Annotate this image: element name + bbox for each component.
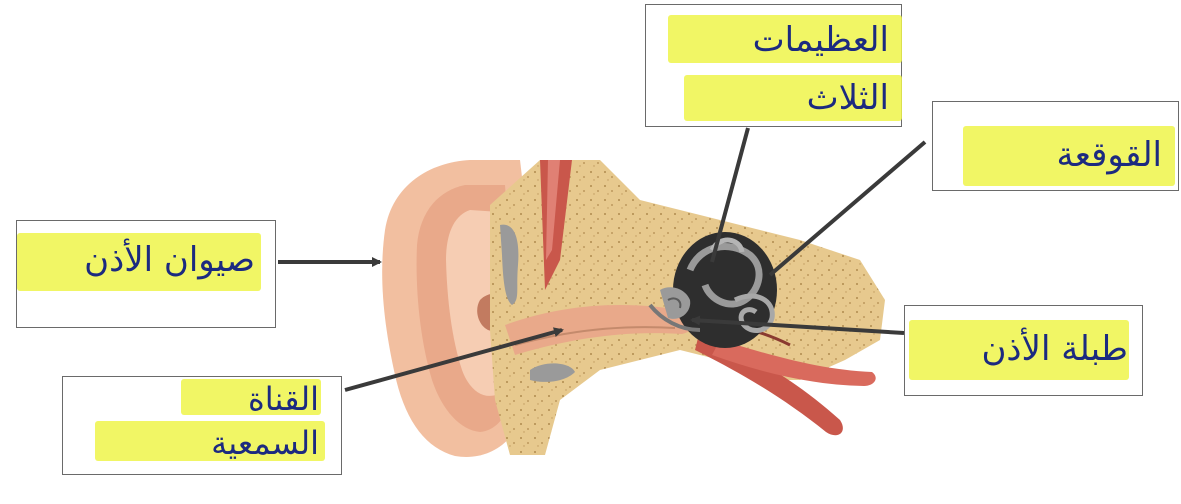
cochlea-label: القوقعة: [1057, 138, 1162, 172]
eardrum-label-box: طبلة الأذن: [904, 305, 1143, 396]
eardrum-label: طبلة الأذن: [981, 332, 1128, 366]
ossicles-label-line2: الثلاث: [807, 81, 889, 115]
ear-canal-label-line1: القناة: [248, 383, 319, 415]
auricle-label-box: صيوان الأذن: [16, 220, 276, 328]
ossicles-label-line1: العظيمات: [753, 23, 889, 57]
ossicles-label-box: العظيمات الثلاث: [645, 4, 902, 127]
cochlea-label-box: القوقعة: [932, 101, 1179, 191]
auricle-label: صيوان الأذن: [84, 243, 255, 277]
ear-canal-label-box: القناة السمعية: [62, 376, 342, 475]
cochlea-line: [770, 142, 925, 275]
ear-canal-label-line2: السمعية: [211, 427, 319, 459]
